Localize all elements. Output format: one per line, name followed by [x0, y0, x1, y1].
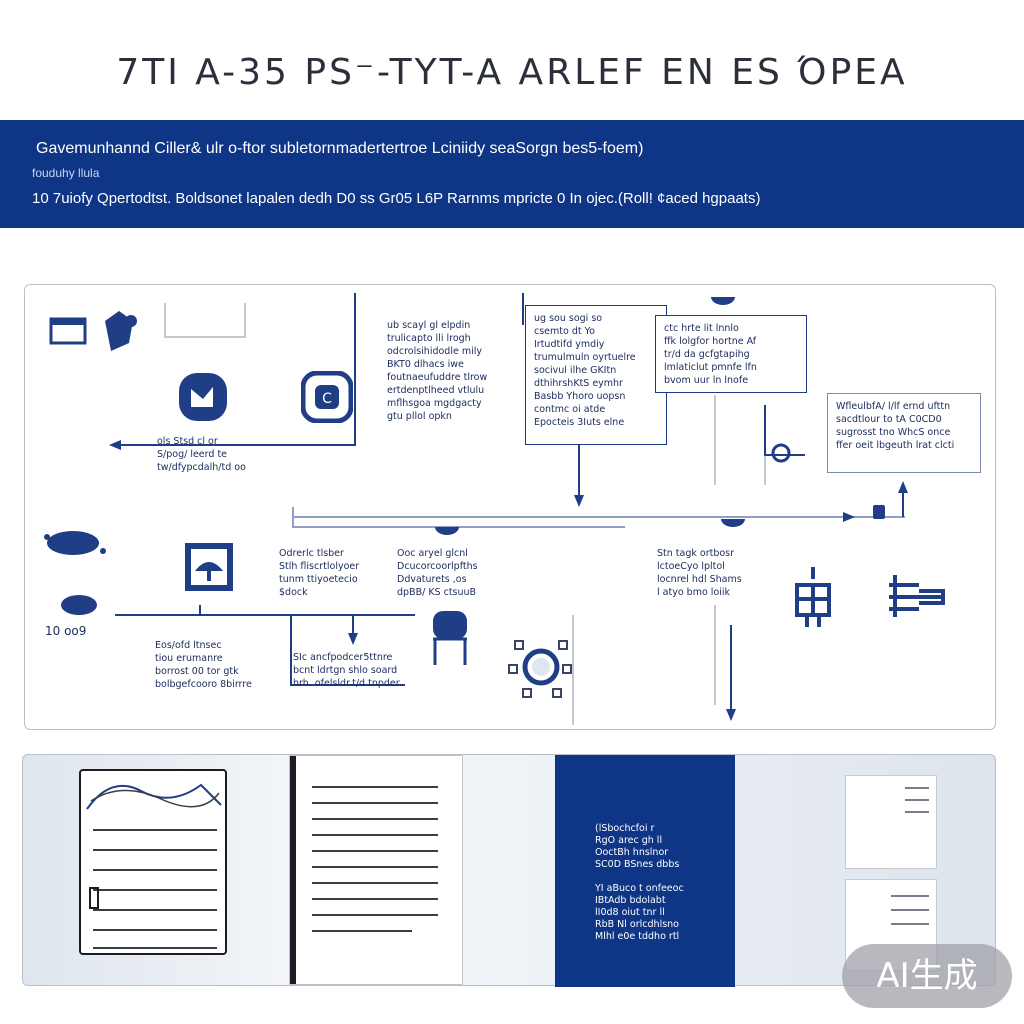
tree-icon [185, 543, 233, 591]
document-gallery: (lSbochcfoi r RgO arec gh ll OoctBh hnsl… [22, 754, 996, 987]
document-thumbnail-4[interactable] [845, 775, 937, 971]
gear-network-icon [508, 640, 572, 698]
diagram-connectors [109, 293, 908, 725]
monitor-icon [49, 317, 87, 345]
note-box-far-right: WfleulbfA/ l/lf ernd ufttn sacdtlour to … [827, 393, 981, 473]
folder-icon [179, 373, 227, 421]
note-bottom-center: SIc ancfpodcer5ttnre bcnt ldrtgn shlo so… [293, 652, 400, 689]
note-box-center: ug sou sogi so csemto dt Yo Irtudtifd ym… [525, 305, 667, 445]
note-left: ols Stsd cl or S/pog/ leerd te tw/dfypcd… [157, 436, 246, 473]
flow-diagram: C ub scayl gl elpdin trulicapto lli lrog… [24, 284, 996, 730]
lantern-icon [795, 567, 831, 627]
document-thumbnail-3[interactable]: (lSbochcfoi r RgO arec gh ll OoctBh hnsl… [555, 755, 735, 987]
intro-line-1: Gavemunhannd Ciller& ulr o-ftor subletor… [36, 140, 644, 157]
ai-generated-badge: AI生成 [842, 944, 1012, 1008]
note-mid-2: Ooc aryel glcnl Dcucorcoorlpfths Ddvatur… [397, 548, 478, 598]
note-mid-right: Stn tagk ortbosr lctoeCyo lpltol locnrel… [657, 548, 742, 598]
cover-text: (lSbochcfoi r RgO arec gh ll OoctBh hnsl… [595, 823, 684, 942]
chair-icon [433, 611, 467, 665]
note-mid-1: Odrerlc tlsber Stlh fliscrtlolyoer tunm … [279, 548, 360, 598]
note-bottom-left: Eos/ofd ltnsec tiou erumanre borrost 00 … [155, 640, 252, 690]
intro-band: Gavemunhannd Ciller& ulr o-ftor subletor… [0, 120, 1024, 228]
intro-line-3: 10 7uiofy Qpertodtst. Boldsonet lapalen … [32, 190, 761, 207]
note-top-left: ub scayl gl elpdin trulicapto lli lrogh … [387, 320, 488, 422]
bookmark-icon [89, 887, 99, 909]
antenna-icon [889, 575, 945, 617]
svg-text:C: C [322, 391, 332, 407]
person-icon [105, 311, 137, 351]
shield-icon: C [301, 371, 353, 423]
note-box-right: ctc hrte lit lnnlo ffk lolgfor hortne Af… [655, 315, 807, 393]
page-title: 7TI A-35 PS⁻-TYT-A ARLEF EN ES ΌPEA [116, 52, 908, 93]
ink-splash-icon [44, 531, 106, 555]
document-thumbnail-1[interactable] [79, 769, 227, 955]
sketch-header-icon [86, 783, 222, 810]
intro-line-2: fouduhy llula [32, 166, 100, 180]
note-label: 10 oo9 [45, 624, 87, 638]
document-thumbnail-2[interactable] [289, 755, 463, 985]
ink-splash-icon [61, 595, 97, 615]
